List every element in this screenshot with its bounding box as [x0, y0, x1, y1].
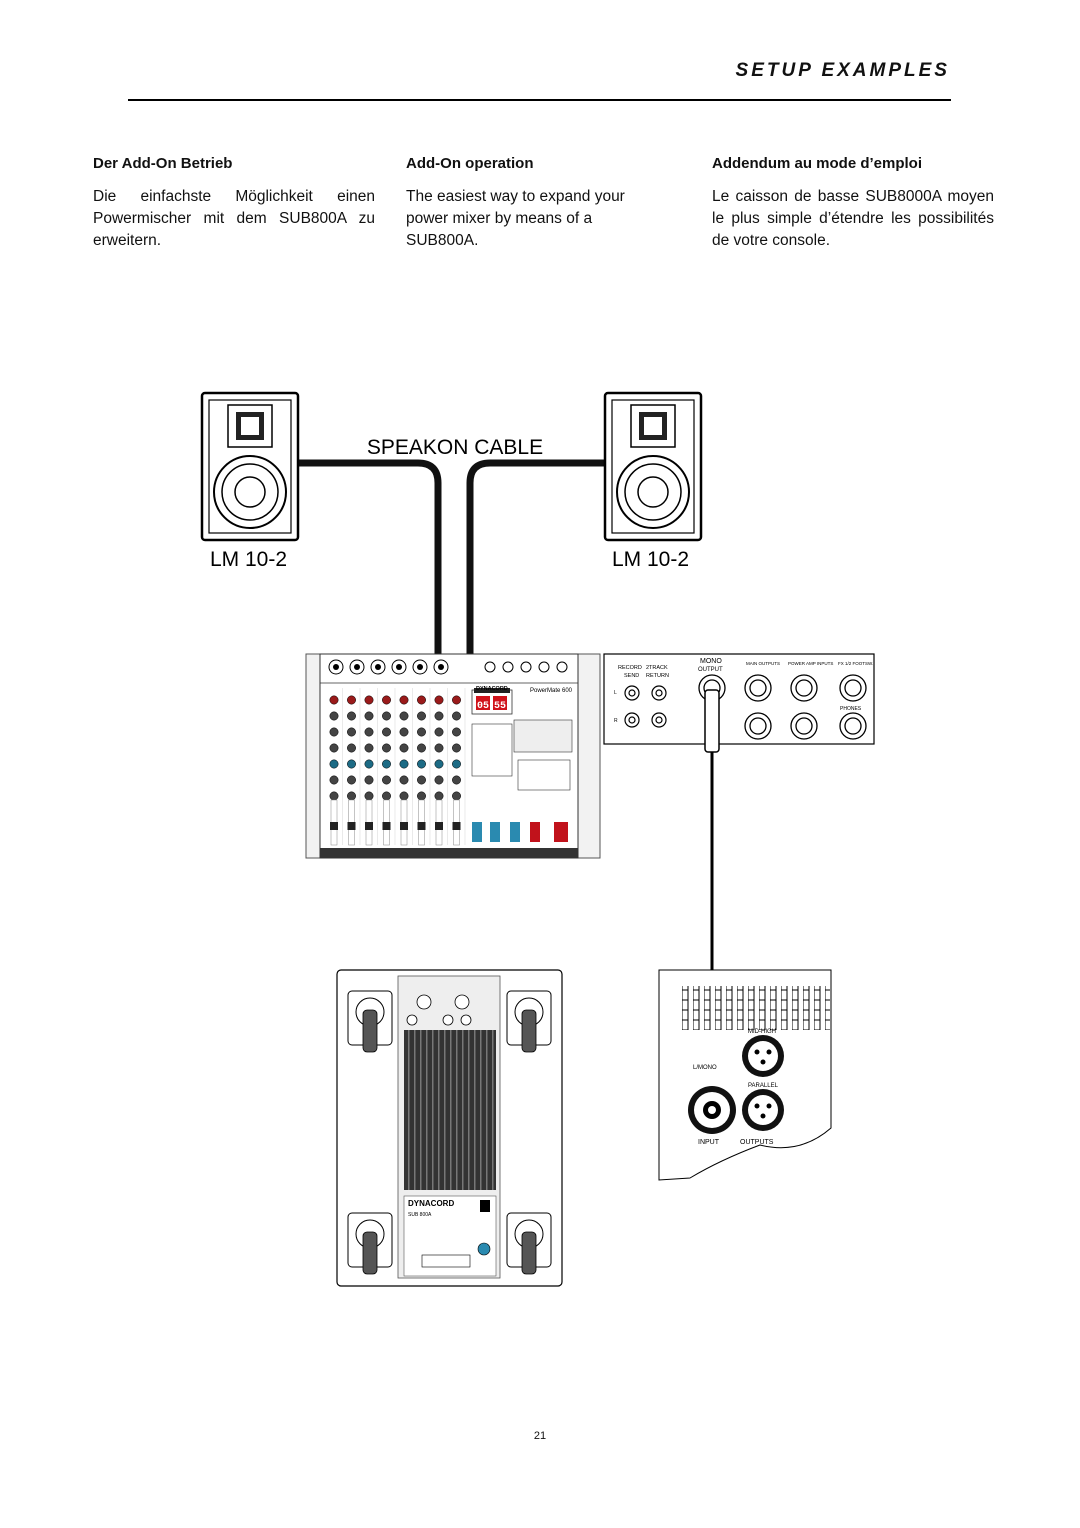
speaker-left-label: LM 10-2	[210, 548, 287, 571]
mid-high-label: MID-HIGH	[748, 1029, 776, 1035]
return-label: RETURN	[646, 673, 669, 679]
mixer-display-right: 55	[494, 701, 506, 712]
column-body: The easiest way to expand your power mix…	[406, 188, 625, 249]
page-number: 21	[533, 1430, 547, 1442]
column-english: Add-On operation The easiest way to expa…	[406, 155, 666, 252]
left-channel-label: L	[614, 690, 617, 696]
column-french: Addendum au mode d’emploi Le caisson de …	[712, 155, 994, 252]
speaker-left	[200, 391, 300, 542]
right-channel-label: R	[614, 718, 618, 724]
speakon-cable	[298, 459, 605, 655]
two-track-label: 2TRACK	[646, 665, 668, 671]
input-label: INPUT	[698, 1139, 720, 1146]
speaker-right-label: LM 10-2	[612, 548, 689, 571]
column-german: Der Add-On Betrieb Die einfachste Möglic…	[93, 155, 375, 252]
page-header-title: SETUP EXAMPLES	[735, 60, 950, 81]
xlr-output-bottom	[742, 1089, 784, 1131]
mixer-rear-panel: RECORD 2TRACK SEND RETURN MONO OUTPUT MA…	[603, 653, 875, 745]
subwoofer: DYNACORD SUB 800A	[336, 969, 563, 1287]
mono-label: MONO	[700, 658, 722, 665]
mixer-model: PowerMate 600	[530, 688, 573, 694]
power-amp-inputs-label: POWER AMP INPUTS	[788, 661, 833, 666]
mixer-display-left: 05	[477, 701, 489, 712]
cable-label: SPEAKON CABLE	[367, 436, 543, 459]
mixer-channel-strips	[329, 688, 466, 846]
main-outputs-label: MAIN OUTPUTS	[746, 661, 780, 666]
sub-model: SUB 800A	[408, 1212, 432, 1218]
speaker-right	[603, 391, 703, 542]
column-heading: Addendum au mode d’emploi	[712, 155, 923, 172]
mixer-brand: DYNACORD	[476, 686, 508, 692]
mono-input-label: L/MONO	[693, 1065, 717, 1071]
parallel-label: PARALLEL	[748, 1083, 779, 1089]
fx-footswitch-label: FX 1/2 FOOTSW.	[838, 661, 873, 666]
output-label: OUTPUT	[698, 667, 723, 673]
mixer-input-sockets	[328, 659, 568, 675]
phones-label: PHONES	[840, 706, 862, 712]
sub-brand: DYNACORD	[408, 1199, 454, 1208]
header-rule	[128, 99, 951, 101]
column-heading: Add-On operation	[406, 155, 534, 172]
column-heading: Der Add-On Betrieb	[93, 155, 233, 172]
column-body: Le caisson de basse SUB8000A moyen le pl…	[712, 188, 994, 249]
power-mixer: 05 55 DYNACORD PowerMate 600	[305, 653, 601, 859]
record-label: RECORD	[618, 665, 642, 671]
send-label: SEND	[624, 673, 639, 679]
combo-input-jack	[688, 1086, 736, 1134]
satellite-connector-panel: MID-HIGH L/MONO PARALLEL INPUT OUTPUTS	[658, 969, 832, 1181]
xlr-output-top	[742, 1035, 784, 1077]
sub-handles	[347, 990, 552, 1275]
column-body: Die einfachste Möglichkeit einen Powermi…	[93, 188, 375, 249]
outputs-label: OUTPUTS	[740, 1139, 774, 1146]
